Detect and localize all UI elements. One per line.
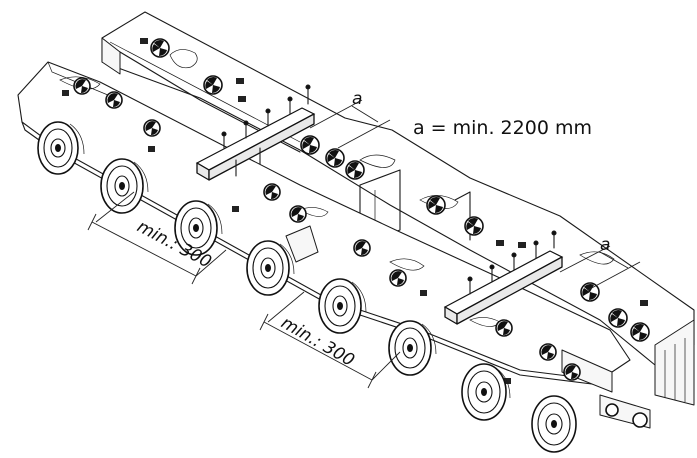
spacing-annotation: a = min. 2200 mm <box>413 117 592 139</box>
wheel-set <box>37 121 651 453</box>
dim-label-a-upper: a <box>352 89 362 109</box>
dimension-a-lower: a <box>559 235 641 291</box>
cross-beam-lower <box>443 230 564 325</box>
drawbar-coupling <box>599 394 651 429</box>
cross-beam-upper <box>195 84 316 181</box>
dim-label-a-lower: a <box>600 235 610 255</box>
front-row-fittings <box>62 77 581 384</box>
rear-row-fittings <box>140 38 650 342</box>
dimension-a-upper: a <box>309 89 391 149</box>
